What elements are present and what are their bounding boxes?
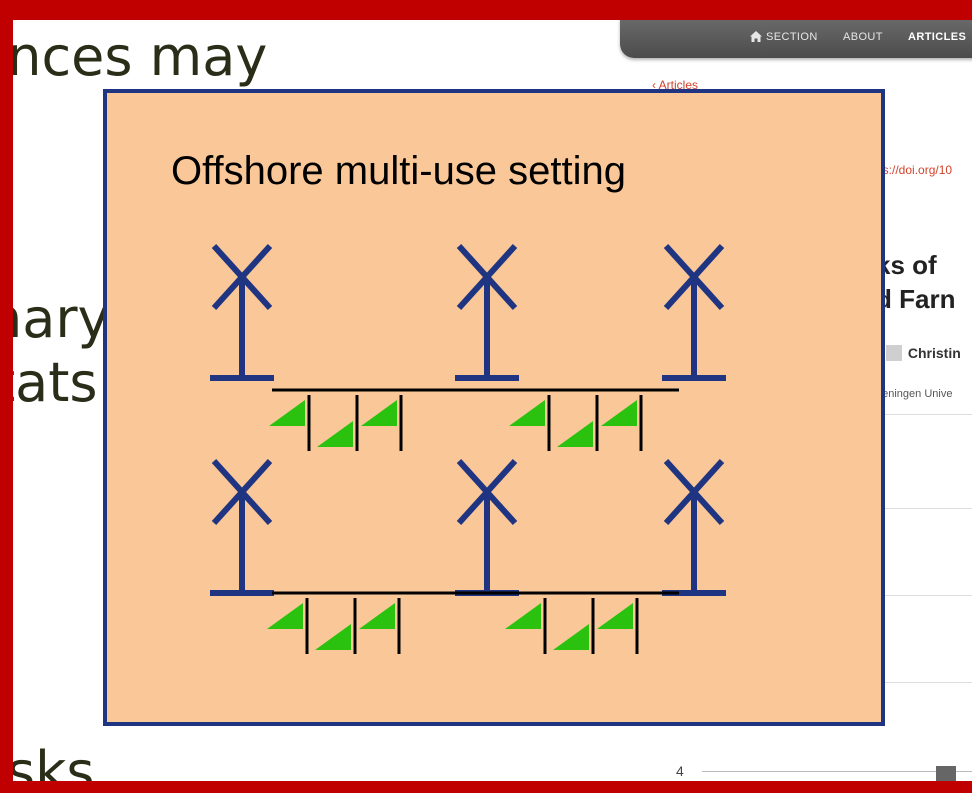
divider — [876, 414, 972, 415]
author-affiliation: geningen Unive — [876, 388, 953, 400]
article-title: ks of d Farn — [876, 248, 955, 316]
background-slide-text: nary — [0, 287, 110, 350]
wind-turbine-icon — [210, 458, 274, 596]
author-name[interactable]: Christin — [907, 345, 961, 361]
nav-item-articles[interactable]: ARTICLES — [908, 31, 967, 43]
article-title-line: d Farn — [876, 284, 956, 314]
divider — [876, 508, 972, 509]
doi-link[interactable]: ps://doi.org/10 — [876, 163, 953, 177]
frame-border-left — [0, 0, 13, 793]
avatar — [885, 345, 902, 361]
nav-item-about[interactable]: ABOUT — [843, 31, 883, 43]
seaweed-farm-icon — [269, 395, 403, 451]
divider — [876, 682, 972, 683]
offshore-slide: Offshore multi-use setting — [103, 89, 885, 726]
frame-border-top — [0, 0, 972, 20]
wind-turbine-icon — [210, 243, 274, 381]
author-list: ,Christin — [876, 345, 961, 361]
background-slide-text: ences may — [0, 25, 268, 88]
scroll-handle[interactable] — [936, 766, 956, 781]
seaweed-farm-icon — [505, 598, 639, 654]
seaweed-farm-icon — [267, 598, 401, 654]
divider — [876, 595, 972, 596]
wind-turbine-icon — [662, 458, 726, 596]
wind-turbine-icon — [455, 458, 519, 596]
background-slide-text: tats — [0, 351, 98, 414]
footer-divider — [702, 771, 972, 772]
seaweed-farm-icon — [509, 395, 643, 451]
nav-section-label: SECTION — [766, 31, 818, 43]
back-to-articles-link[interactable]: ‹ Articles — [652, 78, 699, 92]
site-navigation: SECTION ABOUT ARTICLES — [620, 18, 972, 58]
slide-title: Offshore multi-use setting — [171, 149, 627, 193]
wind-turbine-icon — [455, 243, 519, 381]
frame-border-bottom — [0, 781, 972, 793]
page-number: 4 — [676, 763, 684, 779]
offshore-diagram — [210, 243, 726, 654]
wind-turbine-icon — [662, 243, 726, 381]
nav-item-section[interactable]: SECTION — [750, 31, 818, 43]
article-title-line: ks of — [876, 250, 937, 280]
home-icon — [750, 31, 762, 42]
